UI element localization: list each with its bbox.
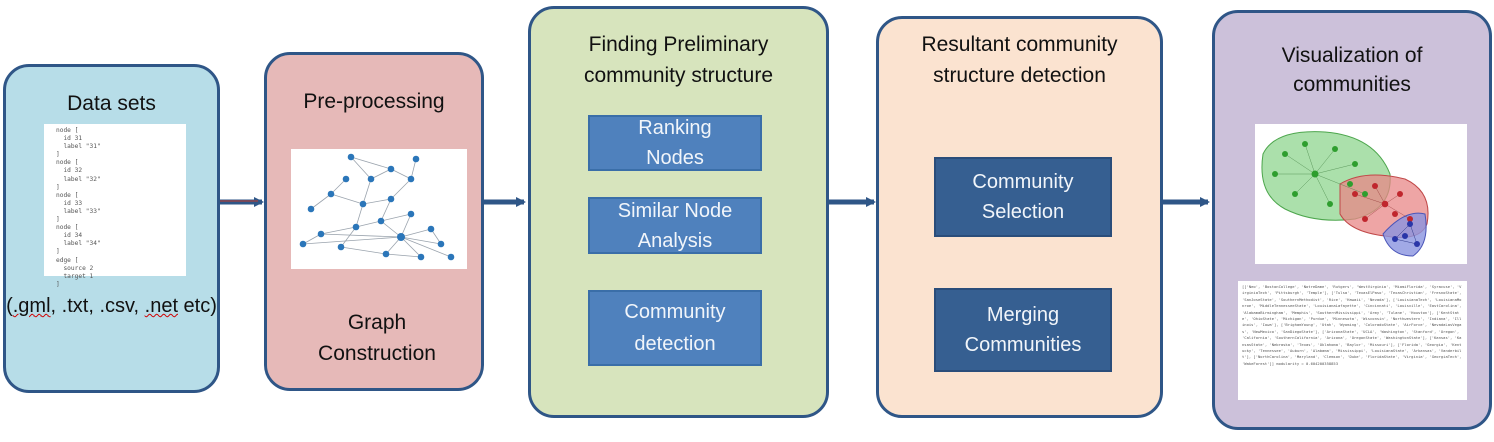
stage-data-sets: Data sets (.gml, .txt, .csv, .net etc) <box>3 64 220 393</box>
community-selection-box: Community Selection <box>934 157 1112 237</box>
file-formats-label: (.gml, .txt, .csv, .net etc) <box>6 293 217 319</box>
formats-text: (.gml, .txt, .csv, .net etc) <box>6 295 217 317</box>
ranking-nodes-box: Ranking Nodes <box>588 115 762 171</box>
stage-title: Pre-processing <box>303 90 445 113</box>
similar-node-analysis-box: Similar Node Analysis <box>588 197 762 254</box>
step-label: Community Selection <box>972 171 1074 223</box>
step-label: Similar Node Analysis <box>617 199 733 252</box>
step-label: Community detection <box>624 301 726 355</box>
step-label: Ranking Nodes <box>638 117 712 169</box>
network-graph-image <box>291 149 467 269</box>
community-detection-box: Community detection <box>588 290 762 366</box>
community-visualization-image <box>1255 124 1467 264</box>
merging-communities-box: Merging Communities <box>934 288 1112 372</box>
community-output-text: [['Neo', 'BostonCollege', 'NotreDame', '… <box>1238 281 1467 400</box>
stage-title: Finding Preliminary community structure <box>583 33 774 87</box>
stage-title: Data sets <box>67 92 156 115</box>
stage-title: Resultant community structure detection <box>921 33 1118 87</box>
step-label: Merging Communities <box>964 304 1082 356</box>
graph-construction-caption: Graph Construction <box>318 311 436 365</box>
gml-file-preview: node [ id 31 label "31" ] node [ id 32 l… <box>44 124 186 288</box>
stage-title: Visualization of communities <box>1281 44 1423 96</box>
